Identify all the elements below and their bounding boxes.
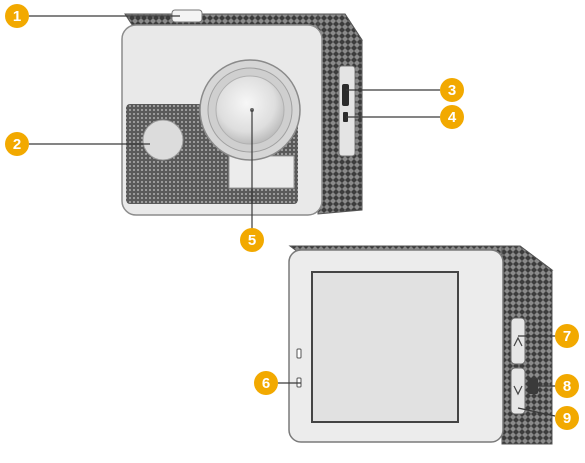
- callout-1: 1: [5, 4, 29, 28]
- callout-label-5: 5: [248, 232, 256, 249]
- callout-2: 2: [5, 132, 29, 156]
- callout-4: 4: [440, 105, 464, 129]
- leader-line-9: [517, 407, 556, 417]
- up-button: [510, 317, 526, 365]
- callout-label-4: 4: [448, 109, 457, 126]
- side-port-upper: [342, 84, 349, 106]
- callout-5: 5: [240, 228, 264, 252]
- callout-label-8: 8: [563, 378, 571, 395]
- callout-label-7: 7: [563, 328, 571, 345]
- callout-label-3: 3: [448, 82, 456, 99]
- side-port-lower: [343, 112, 348, 122]
- front-window: [142, 119, 184, 161]
- side-door: [338, 65, 356, 157]
- callout-7: 7: [555, 324, 579, 348]
- callout-label-9: 9: [563, 410, 571, 427]
- lens: [199, 59, 301, 161]
- up-arrow-icon: [513, 336, 523, 347]
- callout-label-6: 6: [262, 375, 270, 392]
- callout-8: 8: [555, 374, 579, 398]
- callout-3: 3: [440, 78, 464, 102]
- callout-6: 6: [254, 371, 278, 395]
- indicator-light-upper: [296, 348, 302, 359]
- down-arrow-icon: [513, 385, 523, 396]
- camera-front-view: [121, 9, 363, 216]
- callout-label-1: 1: [13, 8, 21, 25]
- leader-lines: [29, 15, 556, 417]
- lcd-screen: [311, 271, 459, 423]
- callout-9: 9: [555, 406, 579, 430]
- camera-back-view: [288, 245, 554, 445]
- down-button: [510, 367, 526, 415]
- front-plate: [228, 155, 295, 189]
- callout-label-2: 2: [13, 136, 21, 153]
